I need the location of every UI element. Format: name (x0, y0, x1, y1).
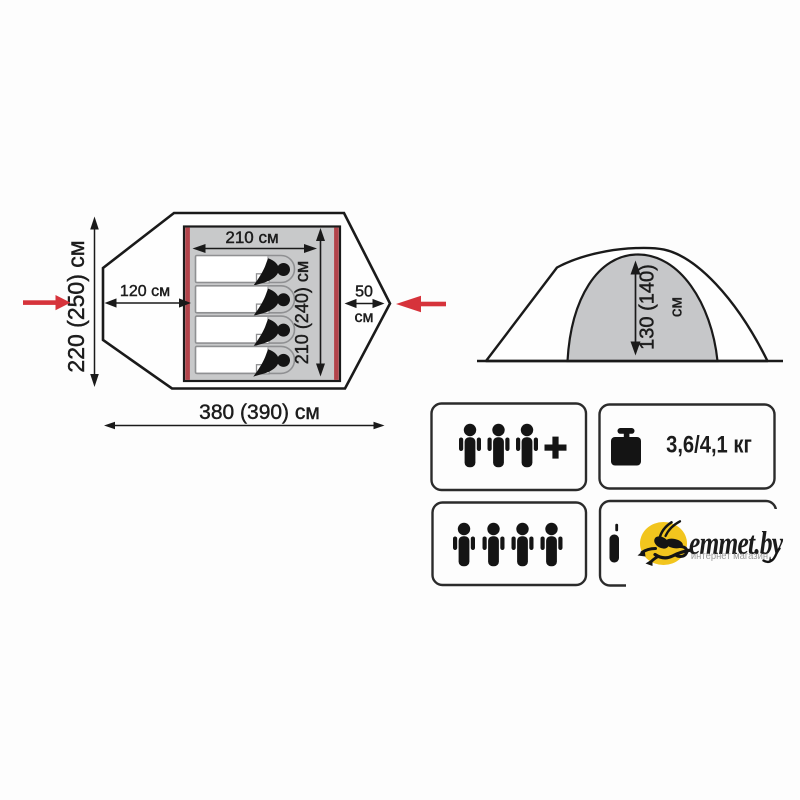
svg-text:210 см: 210 см (225, 228, 278, 247)
svg-text:см: см (667, 297, 686, 317)
svg-text:интернет магазин: интернет магазин (691, 551, 768, 563)
svg-text:50: 50 (355, 284, 373, 301)
svg-text:см: см (355, 309, 374, 326)
svg-text:130 (140): 130 (140) (637, 264, 659, 350)
svg-text:210 (240) см: 210 (240) см (292, 261, 312, 364)
svg-text:120 см: 120 см (120, 283, 170, 300)
svg-text:emmet.by: emmet.by (689, 526, 784, 562)
svg-text:3,6/4,1 кг: 3,6/4,1 кг (666, 431, 752, 458)
svg-text:380 (390) см: 380 (390) см (199, 401, 320, 424)
svg-text:220 (250) см: 220 (250) см (63, 240, 89, 372)
